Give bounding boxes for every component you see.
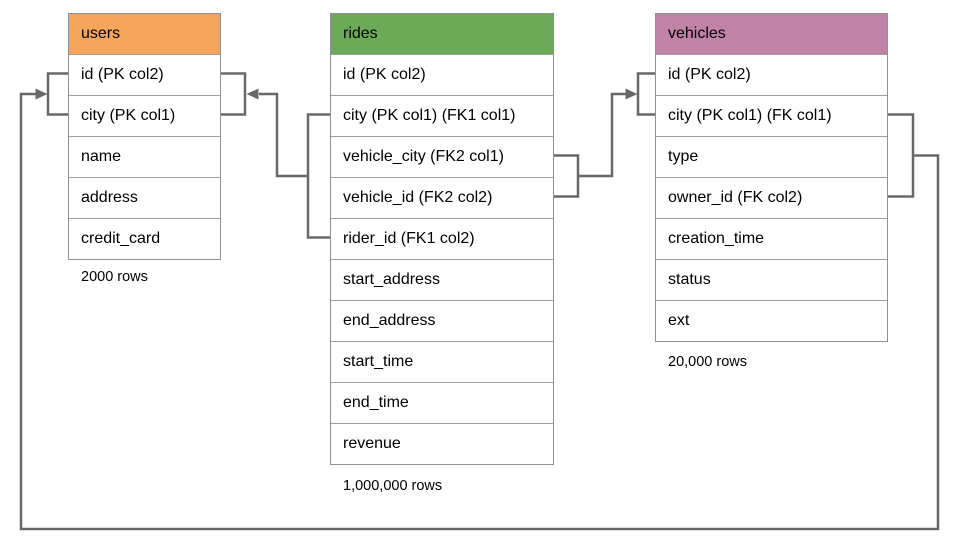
table-column-row: creation_time [656,218,887,259]
table-column-row: end_address [331,300,553,341]
users-right-pk-bracket [220,72,247,116]
table-column-row: credit_card [69,218,220,259]
vehicles-to-users-connector-line [19,92,940,531]
rides-left-fk1-bracket [306,113,330,239]
rides-right-fk2-bracket [553,154,580,198]
vehicles-row-count-label: 20,000 rows [668,354,747,370]
table-column-row: end_time [331,382,553,423]
table-users-header: users [69,14,220,54]
table-column-row: vehicle_id (FK2 col2) [331,177,553,218]
rides-to-users-connector-line [259,92,308,178]
table-column-row: start_address [331,259,553,300]
table-column-row: vehicle_city (FK2 col1) [331,136,553,177]
table-column-row: city (PK col1) (FK col1) [656,95,887,136]
users-left-pk-bracket [46,72,68,116]
vehicles-right-fk-bracket [887,113,915,198]
table-column-row: city (PK col1) (FK1 col1) [331,95,553,136]
table-column-row: name [69,136,220,177]
users-row-count-label: 2000 rows [81,269,148,285]
table-column-row: type [656,136,887,177]
table-rides: rides id (PK col2)city (PK col1) (FK1 co… [330,13,554,465]
rides-row-count-label: 1,000,000 rows [343,478,443,494]
table-column-row: rider_id (FK1 col2) [331,218,553,259]
table-column-row: owner_id (FK col2) [656,177,887,218]
table-column-row: status [656,259,887,300]
table-vehicles-columns: id (PK col2)city (PK col1) (FK col1)type… [656,54,887,341]
table-vehicles-header: vehicles [656,14,887,54]
table-rides-header: rides [331,14,553,54]
table-column-row: address [69,177,220,218]
table-vehicles: vehicles id (PK col2)city (PK col1) (FK … [655,13,888,342]
table-column-row: id (PK col2) [331,54,553,95]
rides-to-vehicles-connector-line [578,92,626,178]
vehicles-to-users-arrowhead-icon [35,88,48,100]
rides-to-vehicles-arrowhead-icon [625,88,638,100]
table-column-row: id (PK col2) [656,54,887,95]
table-column-row: city (PK col1) [69,95,220,136]
vehicles-left-pk-bracket [636,72,655,116]
table-column-row: revenue [331,423,553,464]
rides-to-users-arrowhead-icon [246,88,259,100]
table-column-row: ext [656,300,887,341]
table-column-row: id (PK col2) [69,54,220,95]
table-rides-columns: id (PK col2)city (PK col1) (FK1 col1)veh… [331,54,553,464]
table-column-row: start_time [331,341,553,382]
